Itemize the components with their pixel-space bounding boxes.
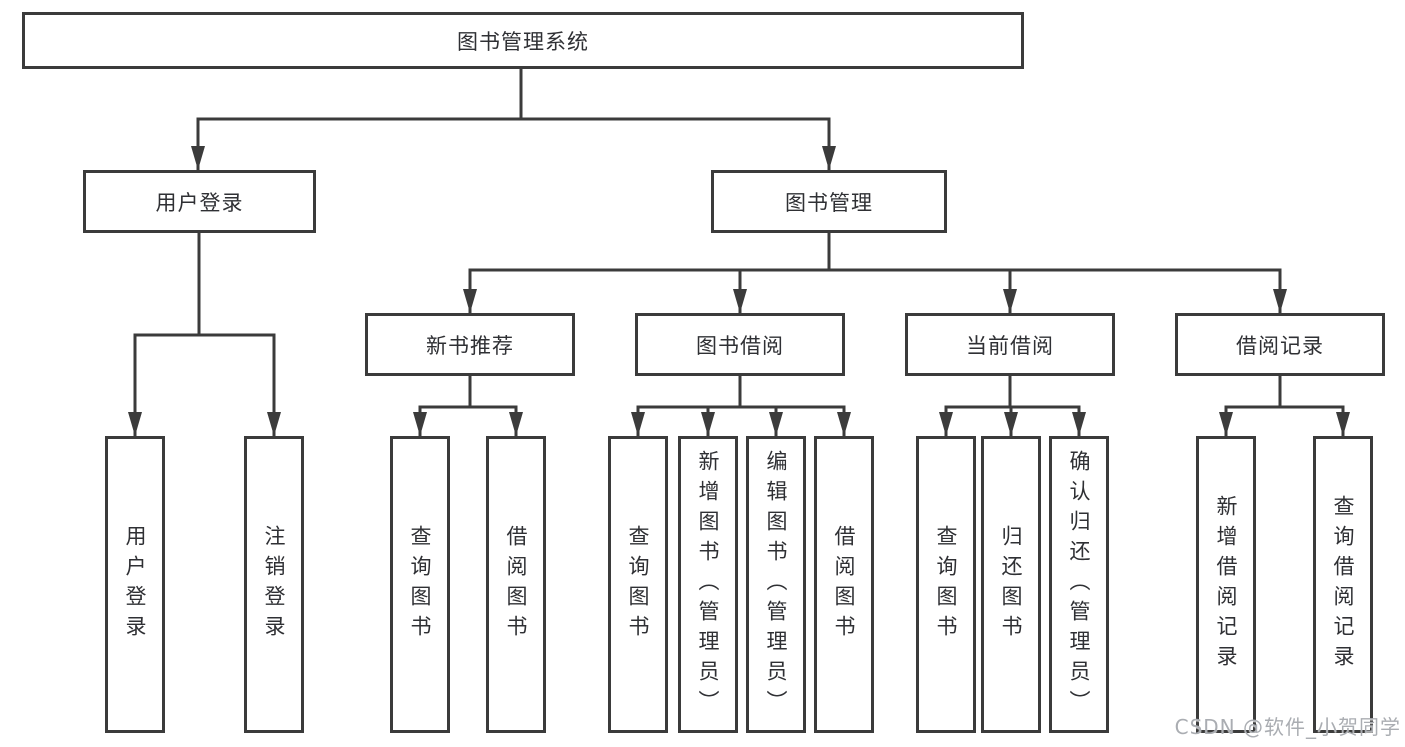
leaf-confirm-return-admin: 确认归还（管理员） — [1049, 436, 1109, 733]
node-borrow-records: 借阅记录 — [1175, 313, 1385, 376]
leaf-query-books-recommend: 查询图书 — [390, 436, 450, 733]
node-current-borrow: 当前借阅 — [905, 313, 1115, 376]
leaf-edit-book-admin: 编辑图书（管理员） — [746, 436, 806, 733]
node-new-book-recommend: 新书推荐 — [365, 313, 575, 376]
leaf-query-books-borrow: 查询图书 — [608, 436, 668, 733]
leaf-logout: 注销登录 — [244, 436, 304, 733]
node-root-system: 图书管理系统 — [22, 12, 1024, 69]
leaf-return-books: 归还图书 — [981, 436, 1041, 733]
leaf-user-login: 用户登录 — [105, 436, 165, 733]
leaf-query-borrow-record: 查询借阅记录 — [1313, 436, 1373, 733]
leaf-add-borrow-record: 新增借阅记录 — [1196, 436, 1256, 733]
leaf-query-books-current: 查询图书 — [916, 436, 976, 733]
node-book-management: 图书管理 — [711, 170, 947, 233]
leaf-borrow-books: 借阅图书 — [814, 436, 874, 733]
node-book-borrow: 图书借阅 — [635, 313, 845, 376]
leaf-borrow-books-recommend: 借阅图书 — [486, 436, 546, 733]
node-user-login: 用户登录 — [83, 170, 316, 233]
leaf-add-book-admin: 新增图书（管理员） — [678, 436, 738, 733]
